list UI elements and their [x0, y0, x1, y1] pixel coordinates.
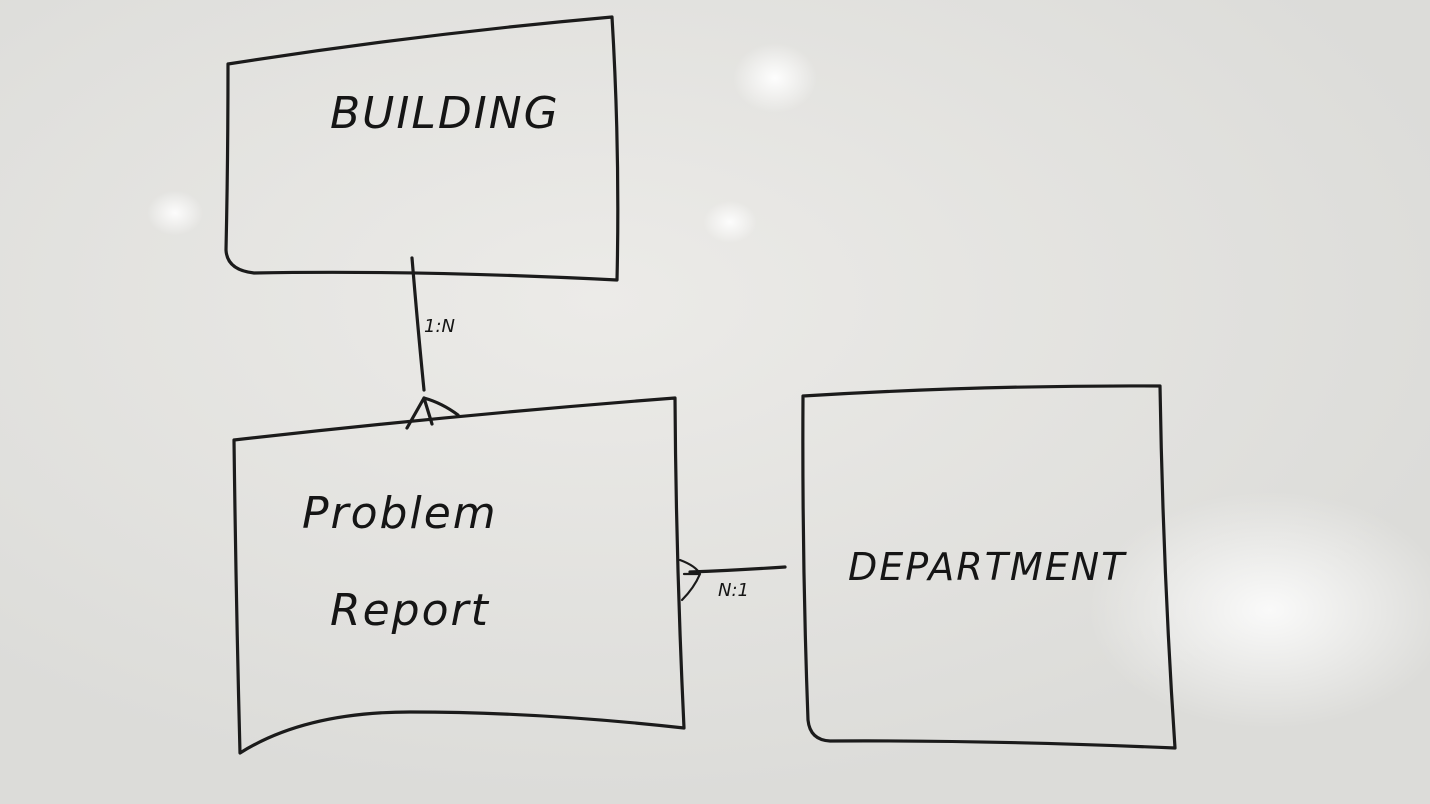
entity-problem-report-label-line2: Report	[330, 585, 490, 636]
entity-building-label: BUILDING	[330, 88, 560, 139]
cardinality-label: 1:N	[424, 316, 455, 337]
relationship-building-problem-report: 1:N	[405, 256, 460, 430]
entity-building-box	[224, 15, 620, 282]
entity-department-label: DEPARTMENT	[848, 545, 1127, 589]
cardinality-label: N:1	[718, 580, 749, 601]
relationship-line	[688, 565, 787, 574]
entity-problem-report-label-line1: Problem	[302, 488, 498, 539]
crows-foot-icon	[405, 396, 460, 430]
entity-problem-report: Problem Report	[232, 396, 686, 755]
entity-department-box	[801, 384, 1177, 750]
entity-department: DEPARTMENT	[801, 384, 1177, 750]
relationship-line	[410, 256, 426, 392]
crows-foot-icon	[678, 558, 702, 602]
relationship-problem-report-department: N:1	[678, 558, 787, 602]
entity-building: BUILDING	[224, 15, 620, 282]
entity-problem-report-box	[232, 396, 686, 755]
